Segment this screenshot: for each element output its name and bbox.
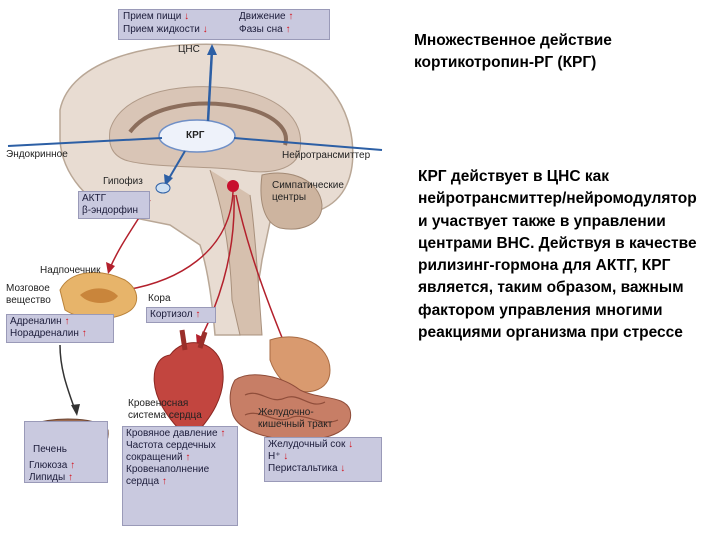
up-arrow-icon: ↑ <box>220 428 226 439</box>
intestine-shape <box>229 374 352 441</box>
down-arrow-icon: ↓ <box>348 439 354 450</box>
gastric-juice-label: Желудочный сок <box>268 439 346 450</box>
food-intake-label: Прием пищи <box>123 11 182 22</box>
pituitary-label: Гипофиз <box>103 176 143 187</box>
arrow-head-cns <box>207 44 217 55</box>
adrenaline-label: Адреналин <box>10 316 62 327</box>
sympathetic-dot <box>227 180 239 192</box>
lipids-label: Липиды <box>29 472 66 483</box>
up-arrow-icon: ↑ <box>161 476 167 487</box>
movement-label: Движение <box>239 11 286 22</box>
fluid-intake-label: Прием жидкости <box>123 24 200 35</box>
diagram-illustration <box>7 43 383 480</box>
corpus-callosum <box>128 101 288 146</box>
up-arrow-icon: ↑ <box>185 452 191 463</box>
heart-filling-label: Кровенаполнение сердца <box>126 464 210 487</box>
arrow-to-cns <box>206 49 214 122</box>
down-arrow-icon: ↓ <box>340 463 346 474</box>
heart-rate-label: Частота сердечных сокращений <box>126 440 216 463</box>
arrow-symp-heart <box>199 194 235 341</box>
cns-label: ЦНС <box>178 44 200 55</box>
blood-pressure-label: Кровяное давление <box>126 428 218 439</box>
krg-label: КРГ <box>186 130 205 141</box>
liver-label: Печень <box>33 444 67 455</box>
top-effects-box: Прием пищи ↓ Прием жидкости ↓ Движение ↑… <box>118 9 330 40</box>
hydrogen-label: H⁺ <box>268 451 281 462</box>
arrow-to-neurotransmitter <box>233 137 383 151</box>
up-arrow-icon: ↑ <box>195 309 201 320</box>
acth-label: АКТГ <box>82 193 107 204</box>
heart-vessel <box>179 329 208 351</box>
endocrine-label: Эндокринное <box>6 149 68 160</box>
medulla-label: Мозговое вещество <box>6 283 51 306</box>
up-arrow-icon: ↑ <box>70 460 76 471</box>
cardio-effects-box: Кровяное давление ↑ Частота сердечных со… <box>122 426 238 526</box>
arrow-to-pituitary <box>167 150 186 181</box>
sympathetic-label: Симпатические центры <box>272 180 344 203</box>
cortex-label: Кора <box>148 293 171 304</box>
krg-ellipse <box>158 119 236 153</box>
intestine-loops <box>244 392 339 423</box>
up-arrow-icon: ↑ <box>285 24 291 35</box>
cardio-label: Кровеносная система сердца <box>128 398 202 421</box>
adrenal-label: Надпочечник <box>40 265 101 276</box>
adrenaline-box: Адреналин ↑ Норадреналин ↑ <box>6 314 114 343</box>
gi-label: Желудочно-кишечный тракт <box>258 407 333 430</box>
peristalsis-label: Перистальтика <box>268 463 338 474</box>
arrow-head-pit <box>164 174 173 186</box>
up-arrow-icon: ↑ <box>288 11 294 22</box>
down-arrow-icon: ↓ <box>283 451 289 462</box>
slide-title: Множественное действие кортикотропин-РГ … <box>414 32 612 71</box>
glucose-label: Глюкоза <box>29 460 68 471</box>
brainstem <box>209 169 263 336</box>
sleep-phases-label: Фазы сна <box>239 24 283 35</box>
cortisol-box: Кортизол ↑ <box>146 307 216 323</box>
arrow-head-pa <box>106 262 115 274</box>
noradrenaline-label: Норадреналин <box>10 328 79 339</box>
arrow-to-endocrine <box>7 137 163 147</box>
adrenal-medulla <box>80 288 118 303</box>
up-arrow-icon: ↑ <box>81 328 87 339</box>
slide-body-text: КРГ действует в ЦНС как нейротрансмиттер… <box>418 168 697 342</box>
arrow-adrenal-liver <box>59 344 76 411</box>
arrow-head-al <box>71 404 80 416</box>
down-arrow-icon: ↓ <box>202 24 208 35</box>
pituitary-shape <box>155 182 171 194</box>
gi-effects-box: Желудочный сок ↓ H⁺ ↓ Перистальтика ↓ <box>264 437 382 482</box>
stomach-shape <box>269 336 331 393</box>
liver-box: Печень Глюкоза ↑ Липиды ↑ <box>24 421 108 483</box>
beta-endorphin-label: β-эндорфин <box>82 205 139 216</box>
arrow-symp-gi <box>235 194 286 346</box>
cortisol-label: Кортизол <box>150 309 193 320</box>
down-arrow-icon: ↓ <box>184 11 190 22</box>
cerebellum <box>260 172 323 230</box>
krg-diagram: Прием пищи ↓ Прием жидкости ↓ Движение ↑… <box>6 9 383 526</box>
up-arrow-icon: ↑ <box>67 472 73 483</box>
acth-box: АКТГ β-эндорфин <box>78 191 150 219</box>
neurotransmitter-label: Нейротрансмиттер <box>282 150 371 161</box>
up-arrow-icon: ↑ <box>64 316 70 327</box>
